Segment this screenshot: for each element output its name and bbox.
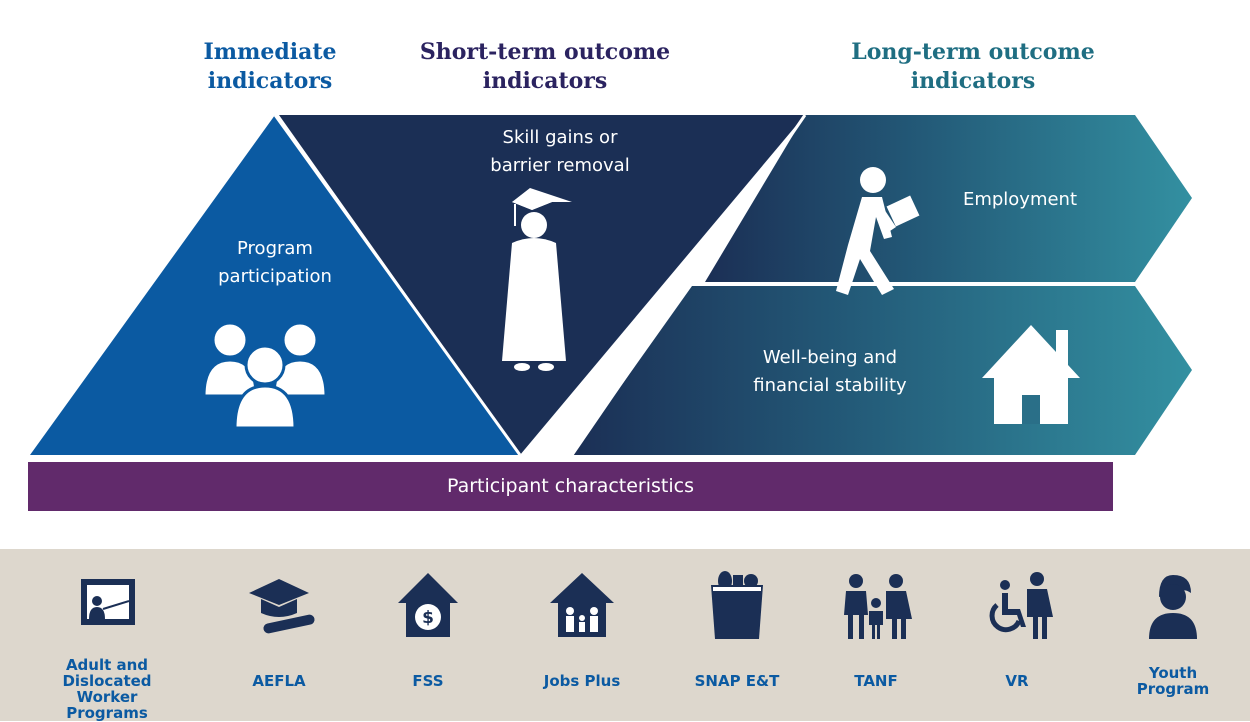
graduation-cap-diploma-icon [249, 579, 315, 634]
program-label: FSS [358, 673, 498, 689]
program-label: Jobs Plus [512, 673, 652, 689]
program-fss: $ FSS [358, 549, 498, 721]
program-label: VR [947, 673, 1087, 689]
program-jobs-plus: Jobs Plus [512, 549, 652, 721]
header-line: indicators [207, 68, 333, 94]
header-short-term-outcome-indicators: Short-term outcome indicators [380, 38, 710, 96]
youth-person-icon [1149, 575, 1197, 639]
program-label: Youth Program [1103, 665, 1243, 697]
header-line: Immediate [203, 39, 337, 65]
label-line: Skill gains or [502, 127, 618, 148]
grocery-bag-icon [711, 571, 763, 639]
label-line: Jobs Plus [543, 672, 621, 690]
family-icon [844, 574, 912, 639]
program-label: SNAP E&T [667, 673, 807, 689]
wellbeing-label: Well-being and financial stability [700, 344, 960, 400]
label-line: barrier removal [490, 155, 630, 176]
separator-line [273, 114, 522, 456]
label-line: VR [1005, 672, 1029, 690]
employment-arrow-shape [705, 115, 1192, 282]
header-immediate-indicators: Immediate indicators [180, 38, 360, 96]
program-youth: Youth Program [1103, 549, 1243, 721]
program-adult-dislocated-worker: Adult and Dislocated Worker Programs [37, 549, 177, 721]
label-line: Dislocated [62, 672, 152, 690]
program-tanf: TANF [806, 549, 946, 721]
program-vr: VR [947, 549, 1087, 721]
separator-line [570, 114, 807, 456]
group-of-people-icon [202, 321, 328, 430]
label-line: FSS [412, 672, 444, 690]
header-line: indicators [910, 68, 1036, 94]
label-line: Employment [962, 189, 1078, 210]
label-line: TANF [854, 672, 898, 690]
participant-characteristics-bar: Participant characteristics [28, 462, 1113, 511]
header-line: indicators [482, 68, 608, 94]
house-icon [982, 325, 1080, 424]
header-long-term-outcome-indicators: Long-term outcome indicators [808, 38, 1138, 96]
program-participation-label: Program participation [175, 235, 375, 291]
immediate-triangle-shape [30, 115, 520, 455]
label-line: Youth [1148, 664, 1198, 682]
house-family-icon [550, 573, 614, 637]
label-line: participation [218, 266, 332, 287]
indicator-flow-diagram [30, 114, 1192, 456]
program-label: AEFLA [209, 673, 349, 689]
header-line: Short-term outcome [419, 39, 671, 65]
label-line: AEFLA [252, 672, 306, 690]
header-line: Long-term outcome [851, 39, 1095, 65]
classroom-teacher-icon [81, 579, 135, 625]
programs-band: Adult and Dislocated Worker Programs AEF… [0, 549, 1250, 721]
employment-label: Employment [920, 186, 1120, 214]
label-line: financial stability [753, 375, 907, 396]
label-line: SNAP E&T [694, 672, 780, 690]
svg-text:$: $ [422, 608, 434, 628]
label-line: Adult and [65, 656, 149, 674]
program-label: Adult and Dislocated Worker Programs [37, 657, 177, 721]
label-line: Worker Programs [66, 688, 148, 722]
program-snap-et: SNAP E&T [667, 549, 807, 721]
accessibility-person-icon [989, 572, 1053, 639]
program-label: TANF [806, 673, 946, 689]
label-line: Program [1136, 680, 1210, 698]
walking-person-briefcase-icon [836, 167, 920, 295]
house-dollar-icon: $ [398, 573, 458, 637]
program-aefla: AEFLA [209, 549, 349, 721]
label-line: Well-being and [762, 347, 898, 368]
label-line: Program [237, 238, 313, 259]
skill-gains-label: Skill gains or barrier removal [430, 124, 690, 180]
graduate-icon [502, 188, 572, 371]
